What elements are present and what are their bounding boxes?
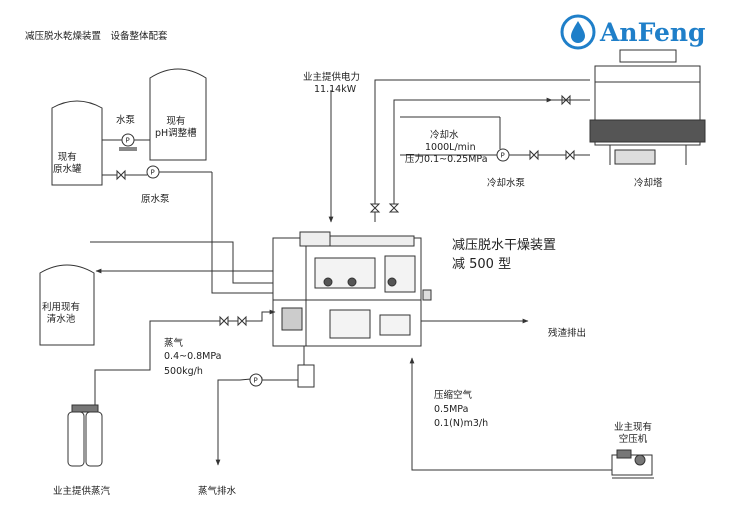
steam-pressure: 0.4~0.8MPa (164, 351, 222, 362)
steam-cylinders (67, 404, 103, 467)
power-value: 11.14kW (314, 84, 357, 95)
steam-drain-label: 蒸气排水 (198, 486, 237, 497)
compressed-air-flow: 0.1(N)m3/h (434, 418, 489, 429)
power-label: 业主提供电力 (303, 72, 361, 83)
steam-supply-label: 业主提供蒸汽 (53, 486, 111, 497)
compressed-air-pressure: 0.5MPa (434, 404, 469, 415)
raw-water-pump-line (102, 165, 281, 296)
cooling-pump-symbol: P (501, 152, 505, 160)
reuse-pool-label: 利用现有 清水池 (42, 302, 81, 325)
device-model: 减 500 型 (452, 257, 512, 272)
steam-title: 蒸气 (164, 338, 184, 349)
steam-flow: 500kg/h (164, 366, 203, 377)
cooling-water-title: 冷却水 (430, 130, 459, 141)
raw-water-tank (51, 100, 103, 186)
raw-water-tank-label: 现有 原水罐 (53, 152, 82, 175)
compressed-air-title: 压缩空气 (434, 390, 473, 401)
air-compressor-label: 业主现有 空压机 (614, 422, 653, 445)
raw-water-pump-label: 原水泵 (141, 194, 170, 205)
anfeng-logo: AnFeng (560, 14, 706, 54)
reuse-pool-tank (39, 264, 95, 346)
logo-text: AnFeng (600, 18, 706, 47)
water-drop-icon (560, 14, 596, 50)
residue-label: 残渣排出 (548, 328, 587, 339)
cooling-water-flow: 1000L/min (425, 142, 476, 153)
water-pump-symbol: P (126, 137, 130, 145)
water-pump (102, 133, 150, 151)
drain-pump-symbol: P (254, 377, 258, 385)
water-pump-label: 水泵 (116, 115, 136, 126)
air-compressor (611, 449, 654, 479)
cooling-tower (589, 49, 706, 165)
cooling-tower-label: 冷却塔 (634, 178, 663, 189)
main-device (272, 231, 432, 347)
steam-trap-box (297, 364, 315, 388)
cooling-water-pressure: 压力0.1~0.25MPa (405, 154, 488, 165)
page-title: 减压脱水乾燥装置 设备整体配套 (25, 31, 168, 42)
raw-water-pump-symbol: P (151, 169, 155, 177)
device-name: 减压脱水干燥装置 (452, 238, 557, 253)
ph-adjust-tank (149, 68, 207, 161)
cooling-water-pump-label: 冷却水泵 (487, 178, 526, 189)
ph-tank-label: 现有 pH调整槽 (155, 116, 197, 139)
